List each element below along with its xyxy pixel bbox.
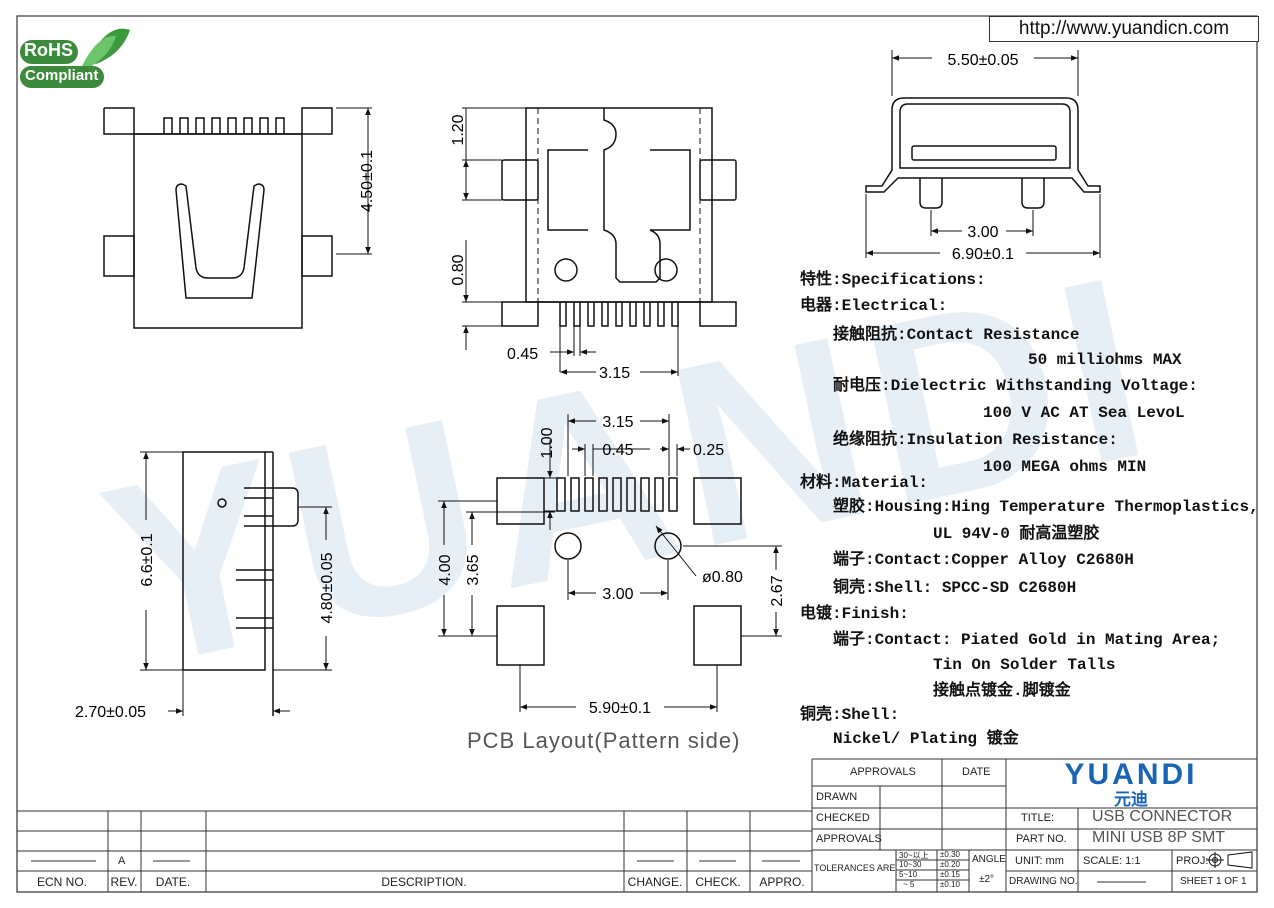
end-view <box>865 97 1101 209</box>
compliant-text: Compliant <box>25 67 99 84</box>
spec-line: 100 V AC AT Sea LevoL <box>983 404 1185 422</box>
brand-logo-cn: 元迪 <box>1114 789 1148 810</box>
revision-header: ECN NO. <box>36 875 88 889</box>
angle-label: ANGLE <box>972 854 1006 865</box>
side-view <box>182 451 299 716</box>
spec-line: 电器:Electrical: <box>800 297 948 315</box>
dim-height-6-6: 6.6±0.1 <box>139 533 156 586</box>
dim-1-20: 1.20 <box>450 114 467 145</box>
part-no-label: PART NO. <box>1016 833 1067 845</box>
sheet-label: SHEET 1 OF 1 <box>1180 876 1247 887</box>
spec-line: 100 MEGA ohms MIN <box>983 458 1147 476</box>
pcb-dim-0-45: 0.45 <box>602 442 633 459</box>
spec-line: 接触阻抗:Contact Resistance <box>833 326 1080 344</box>
title-value: USB CONNECTOR <box>1092 808 1233 825</box>
dim-post-4-80: 4.80±0.05 <box>319 552 336 623</box>
spec-line: 铜壳:Shell: SPCC-SD C2680H <box>833 579 1077 597</box>
spec-line: 铜壳:Shell: <box>800 706 900 724</box>
tolerances-label: TOLERANCES ARE <box>814 863 896 873</box>
title-block-grid <box>17 758 1257 892</box>
spec-line: 耐电压:Dielectric Withstanding Voltage: <box>833 377 1198 395</box>
brand-logo: YUANDI <box>1064 758 1197 791</box>
drawn-label: DRAWN <box>816 791 858 803</box>
checked-label: CHECKED <box>816 812 870 824</box>
website-url[interactable]: http://www.yuandicn.com <box>989 16 1259 42</box>
projection-symbol <box>1206 851 1253 869</box>
tol-value-1: ±0.30 <box>940 850 960 859</box>
approvals-label-2: APPROVALS <box>816 833 882 845</box>
dim-pad-3-00: 3.00 <box>967 224 998 241</box>
spec-line: 电镀:Finish: <box>800 605 909 623</box>
angle-value: ±2° <box>979 874 995 885</box>
tol-range-4: ~ 5 <box>903 880 915 889</box>
dim-height-4-50: 4.50±0.1 <box>359 150 376 212</box>
drawing-no-label: DRAWING NO. <box>1009 876 1078 887</box>
pcb-dim-3-15: 3.15 <box>602 414 633 431</box>
side-view-dims <box>140 451 332 716</box>
revision-header: REV. <box>110 875 138 889</box>
pcb-dim-4-00: 4.00 <box>437 554 454 585</box>
proj-label: PROJ: <box>1176 855 1209 867</box>
title-label: TITLE: <box>1021 812 1055 824</box>
spec-line: Nickel/ Plating 镀金 <box>833 730 1019 748</box>
revision-header: APPRO. <box>759 875 805 889</box>
revision-value: A <box>118 855 126 867</box>
pcb-dim-3-00: 3.00 <box>602 586 633 603</box>
revision-header: CHANGE. <box>627 875 683 889</box>
tol-value-3: ±0.15 <box>940 870 960 879</box>
dim-0-80: 0.80 <box>450 254 467 285</box>
spec-line: 特性:Specifications: <box>800 271 986 289</box>
pcb-dim-hole-0-80: ø0.80 <box>702 569 743 586</box>
dim-depth-2-70: 2.70±0.05 <box>75 704 146 721</box>
spec-line: 材料:Material: <box>800 474 929 492</box>
dim-span-3-15: 3.15 <box>599 365 630 382</box>
spec-line: 绝缘阻抗:Insulation Resistance: <box>833 431 1118 449</box>
pcb-dim-5-90: 5.90±0.1 <box>589 700 651 717</box>
top-view-height-dim <box>336 107 372 255</box>
rohs-text: RoHS <box>24 40 73 60</box>
pcb-layout-caption: PCB Layout(Pattern side) <box>467 728 741 753</box>
approvals-label: APPROVALS <box>850 766 916 778</box>
spec-line: 50 milliohms MAX <box>1028 351 1182 369</box>
spec-line: 塑胶:Housing:Hing Temperature Thermoplasti… <box>833 498 1259 516</box>
date-label: DATE <box>962 766 991 778</box>
tol-value-4: ±0.10 <box>940 880 960 889</box>
spec-line: 端子:Contact:Copper Alloy C2680H <box>833 551 1134 569</box>
end-view-dims <box>865 50 1101 258</box>
front-view-dims <box>462 107 679 376</box>
revision-header: DATE. <box>155 875 191 889</box>
pcb-dim-1-00: 1.00 <box>539 427 556 458</box>
revision-header: CHECK. <box>695 875 741 889</box>
pcb-dims <box>438 414 782 712</box>
tol-value-2: ±0.20 <box>940 860 960 869</box>
pcb-dim-2-67: 2.67 <box>769 575 786 606</box>
spec-line: Tin On Solder Talls <box>933 656 1116 674</box>
sheet-border <box>16 15 1258 893</box>
dim-pitch-0-45: 0.45 <box>507 346 538 363</box>
top-view <box>103 107 333 329</box>
scale-label: SCALE: 1:1 <box>1083 855 1141 867</box>
pcb-dim-3-65: 3.65 <box>465 554 482 585</box>
front-view <box>501 107 737 327</box>
tol-range-2: 10~30 <box>899 860 922 869</box>
spec-line: 端子:Contact: Piated Gold in Mating Area; <box>833 631 1221 649</box>
rohs-compliant-badge: RoHS Compliant <box>18 20 134 92</box>
dim-overall-6-90: 6.90±0.1 <box>952 246 1014 263</box>
unit-label: UNIT: mm <box>1015 855 1064 867</box>
tol-range-1: 30~以上 <box>899 851 929 860</box>
spec-line: 接触点镀金.脚镀金 <box>933 682 1071 700</box>
tol-range-3: 5~10 <box>899 870 918 879</box>
revision-header: DESCRIPTION. <box>381 875 467 889</box>
spec-line: UL 94V-0 耐高温塑胶 <box>933 525 1100 543</box>
pcb-dim-0-25: 0.25 <box>693 442 724 459</box>
dim-width-5-50: 5.50±0.05 <box>947 52 1018 69</box>
part-no-value: MINI USB 8P SMT <box>1092 829 1226 846</box>
